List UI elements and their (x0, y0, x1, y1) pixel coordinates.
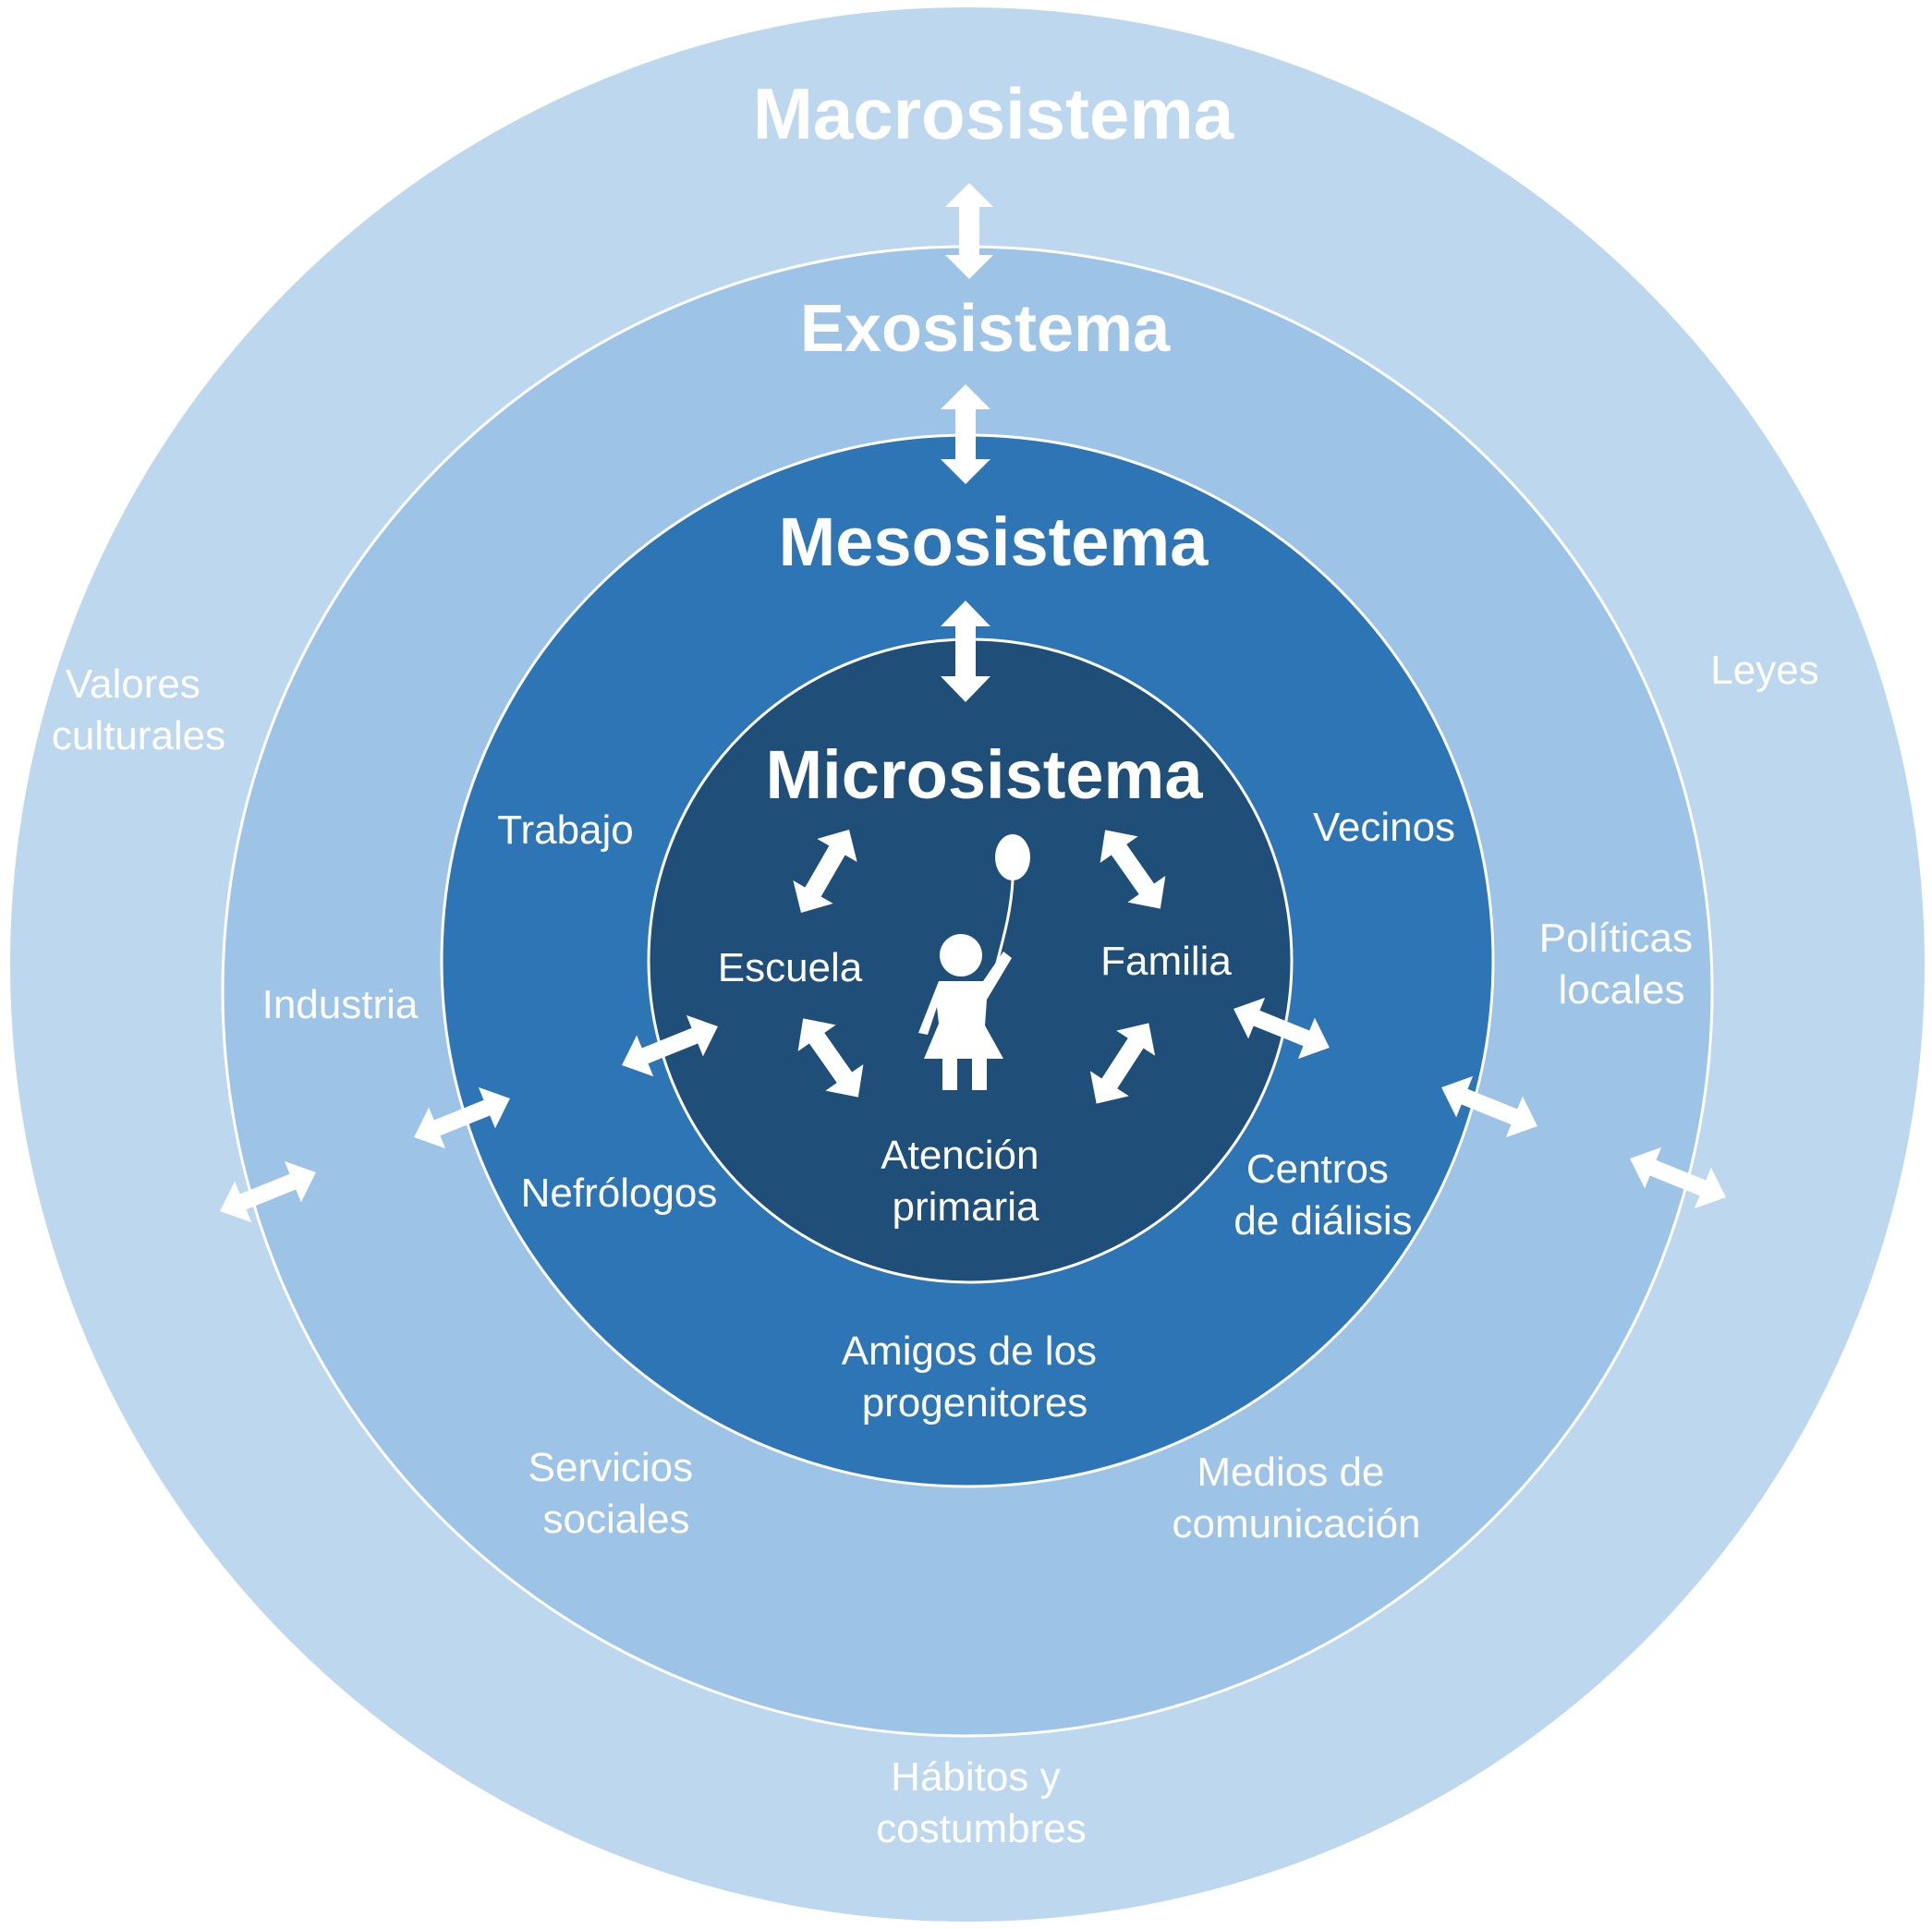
label-industria: Industria (262, 982, 419, 1027)
label-centros-dialisis: Centros de diálisis (1233, 1146, 1412, 1244)
label-vecinos: Vecinos (1313, 805, 1455, 850)
mesosystem-title: Mesosistema (779, 503, 1209, 580)
label-atencion-primaria: Atención primaria (881, 1133, 1050, 1230)
double-arrow-icon (1089, 1023, 1156, 1104)
label-nefrologos: Nefrólogos (521, 1171, 718, 1216)
exosystem-title: Exosistema (800, 292, 1171, 366)
double-arrow-icon (941, 384, 990, 484)
label-escuela: Escuela (718, 945, 863, 990)
child-with-balloon-icon (918, 834, 1030, 1090)
label-valores-culturales: Valores culturales (52, 661, 225, 758)
double-arrow-icon (1441, 1075, 1537, 1138)
double-arrow-icon (793, 829, 857, 914)
double-arrow-icon (1630, 1146, 1726, 1209)
label-trabajo: Trabajo (497, 807, 634, 853)
label-leyes: Leyes (1710, 648, 1818, 693)
label-medios-comunicacion: Medios de comunicación (1172, 1450, 1420, 1547)
label-servicios-sociales: Servicios sociales (529, 1445, 705, 1542)
double-arrow-icon (941, 601, 990, 702)
double-arrow-icon (622, 1014, 718, 1077)
label-familia: Familia (1100, 939, 1232, 984)
double-arrow-icon (414, 1086, 510, 1149)
double-arrow-icon (1100, 830, 1166, 909)
double-arrow-icon (945, 183, 993, 279)
microsystem-title: Microsistema (766, 736, 1204, 813)
double-arrow-icon (797, 1018, 864, 1098)
label-habitos-costumbres: Hábitos y costumbres (876, 1754, 1086, 1851)
label-politicas-locales: Políticas locales (1539, 916, 1705, 1013)
double-arrow-icon (1233, 997, 1330, 1060)
double-arrow-icon (220, 1160, 316, 1223)
label-amigos-progenitores: Amigos de los progenitores (842, 1328, 1109, 1426)
macrosystem-title: Macrosistema (753, 73, 1234, 154)
